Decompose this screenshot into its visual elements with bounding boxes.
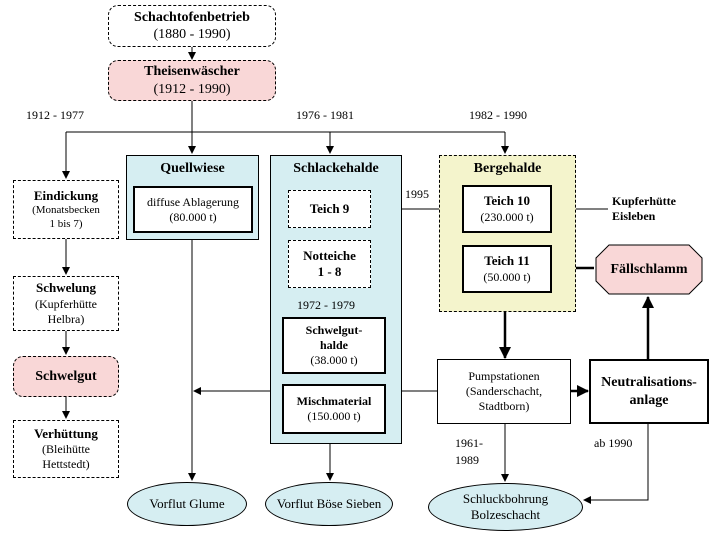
node-theisenwaescher: Theisenwäscher (1912 - 1990) — [108, 60, 276, 101]
notteiche-line1: Notteiche — [303, 247, 356, 263]
schachtofen-period: (1880 - 1990) — [153, 27, 231, 42]
label-period-1961-start: 1961- — [455, 436, 483, 450]
neutralisation-line2: anlage — [629, 392, 669, 408]
teich11-title: Teich 11 — [484, 253, 530, 269]
eindickung-sub2: 1 bis 7) — [49, 217, 83, 230]
quellwiese-title: Quellwiese — [160, 161, 225, 176]
schluckbohrung-line2: Bolzeschacht — [470, 507, 541, 522]
label-ab-1990: ab 1990 — [594, 436, 633, 450]
label-period-1972: 1972 - 1979 — [297, 298, 355, 312]
mischmaterial-line2: (150.000 t) — [307, 409, 361, 423]
bergehalde-title: Bergehalde — [473, 161, 542, 176]
node-notteiche: Notteiche 1 - 8 — [288, 240, 371, 288]
faellschlamm-title: Fällschlamm — [610, 261, 688, 277]
node-schluckbohrung: Schluckbohrung Bolzeschacht — [428, 483, 583, 531]
node-faellschlamm: Fällschlamm — [595, 244, 703, 295]
node-schwelguthalde: Schwelgut- halde (38.000 t) — [282, 317, 386, 374]
kupferhuette-line2: Eisleben — [612, 209, 656, 223]
schlackehalde-title: Schlackehalde — [293, 161, 379, 176]
diffuse-line2: (80.000 t) — [169, 209, 217, 224]
verhuettung-title: Verhüttung — [34, 425, 98, 441]
node-mischmaterial: Mischmaterial (150.000 t) — [282, 384, 386, 434]
eindickung-title: Eindickung — [33, 187, 99, 203]
theisen-period: (1912 - 1990) — [153, 81, 231, 97]
node-schwelgut: Schwelgut — [13, 356, 119, 397]
schluckbohrung-line1: Schluckbohrung — [462, 490, 549, 506]
node-vorflut-glume: Vorflut Glume — [127, 482, 247, 526]
node-diffuse-ablagerung: diffuse Ablagerung (80.000 t) — [133, 186, 253, 233]
node-neutralisationsanlage: Neutralisations- anlage — [589, 359, 709, 424]
verhuettung-sub1: (Bleihütte — [42, 442, 90, 457]
edge-neutralisation-schluckbohrung — [583, 424, 649, 504]
teich11-amount: (50.000 t) — [483, 269, 531, 284]
schachtofen-title: Schachtofenbetrieb — [134, 9, 250, 25]
node-teich-10: Teich 10 (230.000 t) — [462, 185, 552, 233]
node-teich-9: Teich 9 — [288, 190, 371, 228]
label-period-1961-end: 1989 — [455, 453, 479, 467]
verhuettung-sub2: Hettstedt) — [42, 457, 90, 472]
label-period-1912: 1912 - 1977 — [26, 108, 84, 122]
teich10-title: Teich 10 — [483, 193, 531, 209]
pump-line3: Stadtborn) — [478, 399, 530, 413]
diffuse-line1: diffuse Ablagerung — [146, 194, 240, 209]
schwelung-sub1: (Kupferhütte — [35, 296, 97, 311]
schwelung-sub2: Helbra) — [47, 311, 85, 326]
label-period-1982: 1982 - 1990 — [469, 108, 527, 122]
pump-line1: Pumpstationen — [468, 369, 540, 383]
node-schwelung: Schwelung (Kupferhütte Helbra) — [13, 276, 119, 331]
node-teich-11: Teich 11 (50.000 t) — [462, 245, 552, 293]
schwelguthalde-line1: Schwelgut- — [305, 323, 363, 337]
node-pumpstationen: Pumpstationen (Sanderschacht, Stadtborn) — [437, 359, 571, 424]
node-schachtofenbetrieb: Schachtofenbetrieb (1880 - 1990) — [108, 5, 276, 47]
notteiche-line2: 1 - 8 — [317, 264, 342, 279]
octagon-shape — [595, 244, 703, 295]
node-kupferhuette-eisleben: Kupferhütte Eisleben — [612, 190, 712, 228]
label-period-1976: 1976 - 1981 — [296, 108, 354, 122]
pump-line2: (Sanderschacht, — [465, 384, 543, 398]
teich10-amount: (230.000 t) — [480, 209, 534, 224]
schwelgut-title: Schwelgut — [35, 368, 97, 384]
node-verhuettung: Verhüttung (Bleihütte Hettstedt) — [13, 420, 119, 478]
vorflut-boese-title: Vorflut Böse Sieben — [276, 495, 382, 511]
teich9-title: Teich 9 — [309, 200, 350, 216]
mischmaterial-line1: Mischmaterial — [296, 394, 372, 408]
schwelguthalde-line2: halde — [319, 338, 348, 352]
vorflut-glume-title: Vorflut Glume — [149, 495, 225, 511]
neutralisation-line1: Neutralisations- — [601, 375, 697, 390]
schwelguthalde-line3: (38.000 t) — [310, 353, 358, 367]
schwelung-title: Schwelung — [36, 280, 96, 296]
eindickung-sub1: (Monatsbecken — [32, 203, 100, 216]
label-year-1995: 1995 — [405, 187, 429, 201]
kupferhuette-line1: Kupferhütte — [612, 194, 676, 208]
node-vorflut-boese-sieben: Vorflut Böse Sieben — [265, 482, 393, 526]
theisen-title: Theisenwäscher — [144, 64, 240, 79]
node-eindickung: Eindickung (Monatsbecken 1 bis 7) — [13, 180, 119, 239]
